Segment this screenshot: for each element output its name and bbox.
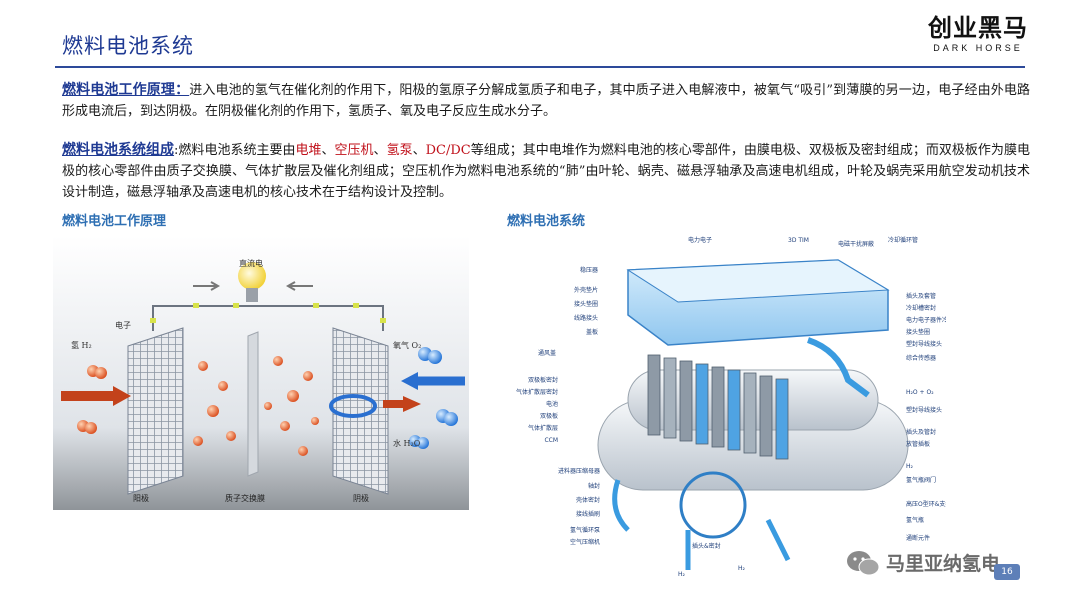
label-left-13: 轴封 bbox=[588, 482, 600, 490]
label-power-electronics: 电力电子 bbox=[688, 236, 712, 244]
part-dcdc: DC/DC bbox=[425, 143, 471, 158]
label-right-9: 放管插板 bbox=[906, 440, 930, 448]
label-left-0: 稳压器 bbox=[580, 266, 598, 274]
part-stack: 电堆 bbox=[295, 143, 322, 158]
light-bulb-icon bbox=[238, 262, 266, 290]
water-label: 水 H₂O bbox=[393, 438, 421, 448]
arrow-left-icon bbox=[285, 281, 313, 291]
label-right-8: 插头及管封 bbox=[906, 428, 936, 436]
label-left-5: 通风盖 bbox=[538, 349, 556, 357]
label-left-7: 气体扩散层密封 bbox=[516, 388, 558, 396]
fuel-cell-system-figure: 电力电子 3D TIM 电磁干扰屏蔽 冷却循环管 稳压器 外壳垫片 接头垫圈 线… bbox=[508, 230, 946, 580]
composition-rest: 等组成；其中电堆作为燃料电池的核心零部件，由膜电极、双极板及密封组成；而双极板作… bbox=[62, 143, 1030, 200]
working-principle-text: 进入电池的氢气在催化剂的作用下，阳极的氢原子分解成氢质子和电子，其中质子进入电解… bbox=[62, 83, 1031, 119]
label-right-14: 通断元件 bbox=[906, 534, 930, 542]
watermark: 马里亚纳氢电 bbox=[846, 545, 1056, 581]
label-left-4: 盖板 bbox=[586, 328, 598, 336]
anode-plate bbox=[127, 327, 184, 495]
compressor-ring bbox=[679, 471, 747, 539]
label-left-16: 氢气循环泵 bbox=[570, 526, 600, 534]
label-cooling-pipe: 冷却循环管 bbox=[888, 236, 918, 244]
label-bottom-2: H₂ bbox=[738, 565, 746, 572]
part-hydrogen-pump: 氢泵 bbox=[386, 143, 413, 158]
label-emi-shield: 电磁干扰屏蔽 bbox=[838, 240, 874, 248]
wechat-icon bbox=[847, 551, 880, 576]
label-left-17: 空气压缩机 bbox=[570, 538, 600, 546]
working-principle-heading: 燃料电池工作原理： bbox=[62, 82, 190, 98]
oxygen-label: 氧气 O₂ bbox=[393, 340, 421, 350]
label-left-10: 气体扩散层 bbox=[528, 424, 558, 432]
label-right-12: 高压O型环&支撑环 bbox=[906, 500, 946, 508]
label-left-15: 接线插刷 bbox=[576, 510, 600, 518]
figure2-caption: 燃料电池系统 bbox=[507, 214, 586, 229]
cathode-plate bbox=[332, 327, 389, 495]
label-left-1: 外壳垫片 bbox=[574, 286, 598, 294]
label-bottom-0: 插头&密封 bbox=[692, 542, 721, 550]
system-composition-heading: 燃料电池系统组成 bbox=[62, 142, 175, 158]
figure1-caption: 燃料电池工作原理 bbox=[62, 214, 167, 229]
logo-chinese: 创业黑马 bbox=[928, 14, 1028, 42]
page-number: 16 bbox=[994, 564, 1020, 580]
arrow-right-icon bbox=[193, 281, 221, 291]
label-right-4: 塑封导线接头 bbox=[906, 340, 942, 348]
page-title: 燃料电池系统 bbox=[62, 34, 194, 58]
stack-plate bbox=[647, 354, 661, 436]
label-left-8: 电池 bbox=[546, 400, 558, 408]
logo-english: DARK HORSE bbox=[933, 43, 1023, 53]
composition-intro: :燃料电池系统主要由 bbox=[174, 143, 296, 158]
label-right-10: H₂ bbox=[906, 463, 914, 470]
label-bottom-1: H₂ bbox=[678, 571, 686, 578]
proton-membrane bbox=[247, 331, 259, 477]
label-right-6: H₂O + O₂ bbox=[906, 389, 934, 396]
label-right-11: 氢气瓶阀门 bbox=[906, 476, 936, 484]
fuel-cell-principle-figure: 直流电 电子 氢 H₂ 氧气 O₂ 水 H₂O 阳极 质子交换膜 阴极 bbox=[53, 236, 469, 510]
label-left-3: 线路接头 bbox=[574, 314, 598, 322]
separator: 、 bbox=[373, 143, 387, 158]
label-left-6: 双极板密封 bbox=[528, 376, 558, 384]
label-left-9: 双极板 bbox=[540, 412, 558, 420]
label-right-5: 综合传感器 bbox=[906, 354, 936, 362]
label-right-1: 冷却槽密封 bbox=[906, 304, 936, 312]
label-right-13: 氢气瓶 bbox=[906, 516, 924, 524]
separator: 、 bbox=[412, 143, 426, 158]
watermark-text: 马里亚纳氢电 bbox=[886, 553, 1001, 575]
label-left-14: 壳体密封 bbox=[576, 496, 600, 504]
label-3dtim: 3D TIM bbox=[788, 237, 809, 244]
label-right-0: 插头及套管 bbox=[906, 292, 936, 300]
label-right-7: 塑封导线接头 bbox=[906, 406, 942, 414]
anode-label: 阳极 bbox=[133, 493, 149, 503]
electron-label: 电子 bbox=[115, 320, 131, 330]
label-left-12: 进料器压缩母器 bbox=[558, 467, 600, 475]
membrane-label: 质子交换膜 bbox=[225, 493, 265, 503]
dark-horse-logo: 创业黑马 DARK HORSE bbox=[926, 14, 1030, 60]
hydrogen-label: 氢 H₂ bbox=[71, 340, 92, 350]
separator: 、 bbox=[321, 143, 335, 158]
cathode-label: 阴极 bbox=[353, 493, 369, 503]
working-principle-paragraph: 燃料电池工作原理：进入电池的氢气在催化剂的作用下，阳极的氢原子分解成氢质子和电子… bbox=[62, 80, 1030, 122]
title-divider bbox=[55, 66, 1025, 68]
label-right-2: 电力电子器件冷却槽 bbox=[906, 316, 946, 324]
system-composition-paragraph: 燃料电池系统组成:燃料电池系统主要由电堆、空压机、氢泵、DC/DC等组成；其中电… bbox=[62, 140, 1030, 203]
dc-label: 直流电 bbox=[239, 258, 263, 268]
label-left-2: 接头垫圈 bbox=[574, 300, 598, 308]
label-right-3: 接头垫圈 bbox=[906, 328, 930, 336]
label-left-11: CCM bbox=[544, 437, 558, 444]
part-compressor: 空压机 bbox=[334, 143, 374, 158]
